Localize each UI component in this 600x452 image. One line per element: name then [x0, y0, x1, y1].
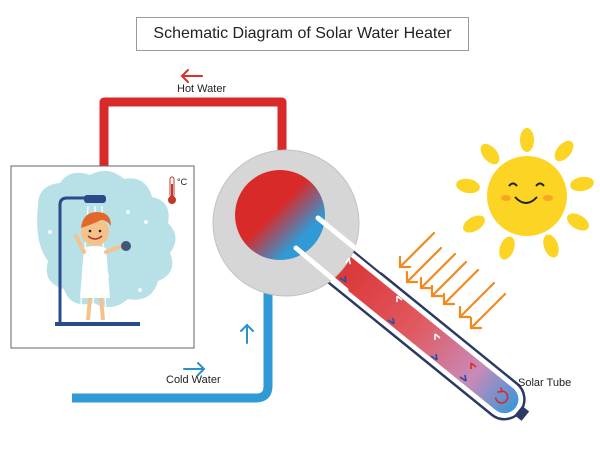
- person-showering-icon: [74, 212, 131, 321]
- hot-water-arrow-icon: [180, 69, 203, 83]
- circulation-arrow-icon: [494, 390, 509, 404]
- tank-water: [235, 170, 325, 260]
- solar-tube-label: Solar Tube: [518, 377, 572, 389]
- tube-flow-arrows: [339, 257, 477, 382]
- hot-water-label: Hot Water: [177, 83, 227, 95]
- cold-water-pipe: [72, 240, 273, 403]
- sun-rays-icon: [398, 231, 507, 330]
- cold-water-label: Cold Water: [166, 374, 221, 386]
- thermometer-unit-label: °C: [177, 177, 188, 187]
- hot-water-pipe: [99, 97, 287, 175]
- shower-head-icon: [84, 195, 106, 203]
- shower-panel: [10, 165, 195, 349]
- thermometer-icon: [168, 176, 176, 204]
- up-arrow-icon: [240, 323, 254, 344]
- sun-icon: [456, 128, 594, 260]
- cold-water-arrow-icon: [183, 362, 206, 376]
- tank-inlet-pipe: [293, 245, 349, 293]
- tank-outlet-pipe: [315, 215, 385, 273]
- music-notes-icon: [48, 210, 148, 292]
- diagram-title: Schematic Diagram of Solar Water Heater: [136, 17, 469, 51]
